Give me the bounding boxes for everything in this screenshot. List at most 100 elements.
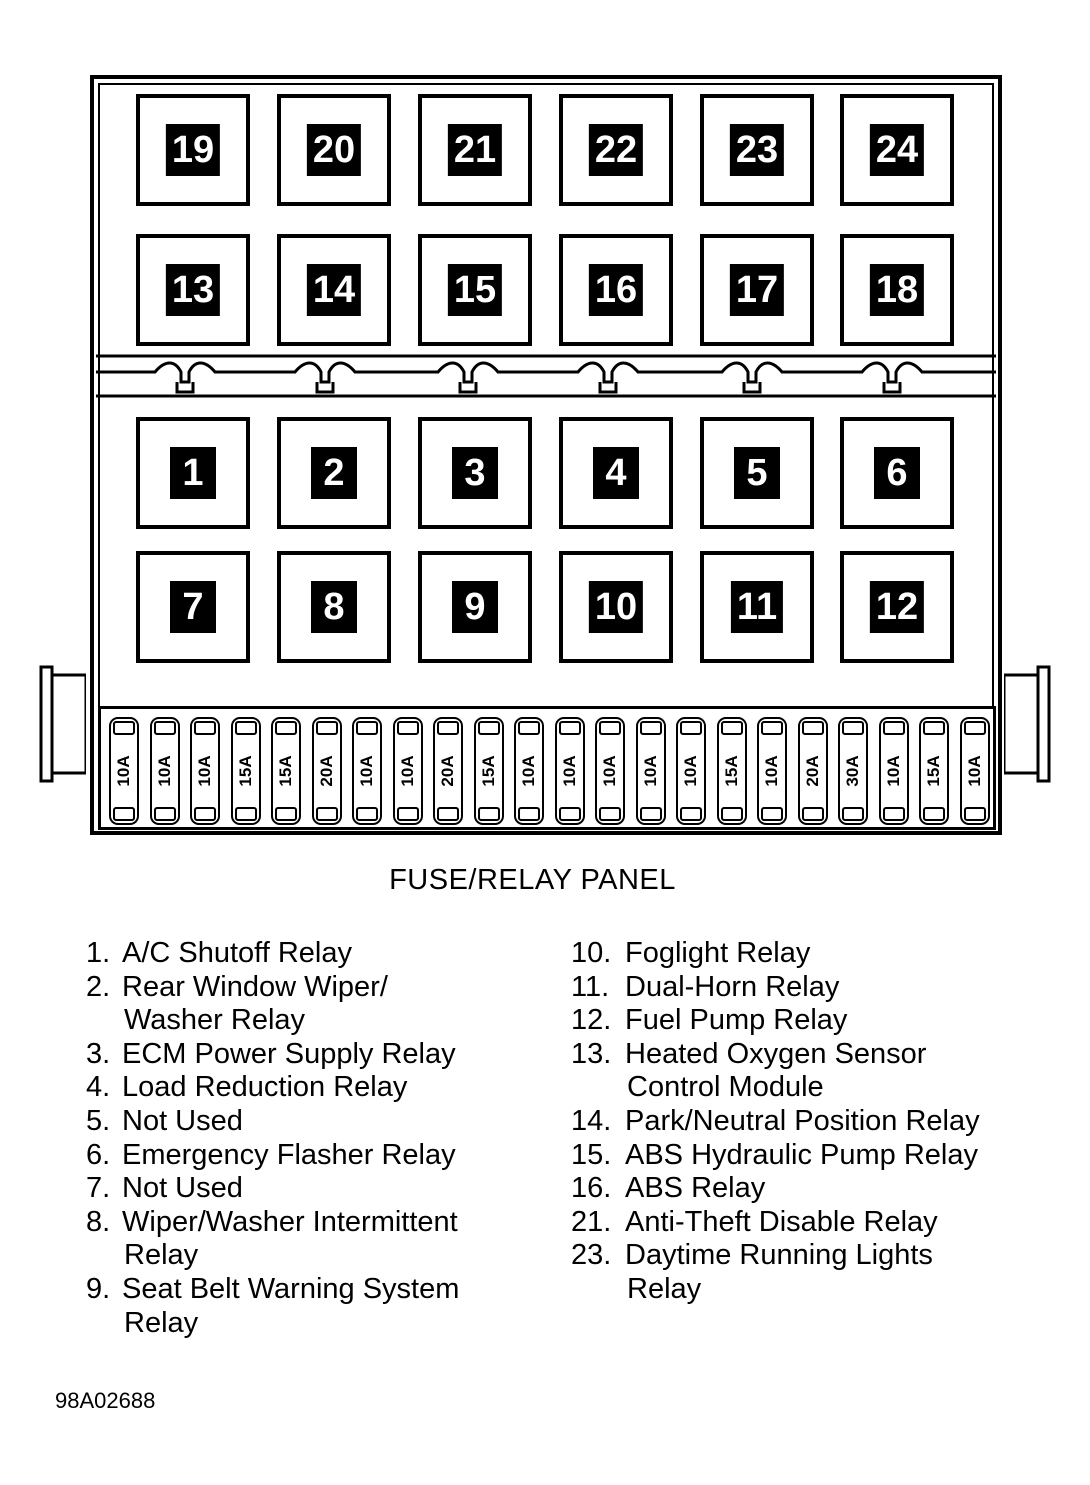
fuse-cap-bottom xyxy=(801,807,824,821)
legend-item-text: Relay xyxy=(124,1239,199,1272)
relay-8: 8 xyxy=(277,551,391,663)
fuse-cap-bottom xyxy=(639,807,662,821)
relay-1: 1 xyxy=(136,417,250,529)
fuse: 10A xyxy=(352,717,382,825)
legend-item: 11.Dual-Horn Relay xyxy=(571,971,980,1005)
fuse: 10A xyxy=(109,717,139,825)
legend-item-text: Daytime Running Lights xyxy=(625,1239,933,1272)
fuse-cap-top xyxy=(761,721,783,735)
fuse: 10A xyxy=(757,717,787,825)
fuse-rating: 10A xyxy=(762,755,781,787)
relay-number-label: 4 xyxy=(593,447,639,499)
fuse-cap-bottom xyxy=(882,807,905,821)
legend-item-text: Relay xyxy=(627,1272,702,1305)
diagram-caption: FUSE/RELAY PANEL xyxy=(389,864,676,896)
fuse-cap-top xyxy=(234,721,257,735)
fuse-rating: 15A xyxy=(721,755,741,787)
fuse-cap-bottom xyxy=(153,807,176,821)
fuse-cap-top xyxy=(518,721,540,735)
legend-item-number xyxy=(86,1307,122,1341)
fuse: 15A xyxy=(230,717,261,825)
fuse-cap-top xyxy=(963,721,986,735)
fuse-cap-top xyxy=(882,721,905,735)
legend-item-text: Foglight Relay xyxy=(625,937,811,969)
relay-23: 23 xyxy=(700,94,814,206)
fuse: 10A xyxy=(595,717,625,825)
fuse-cap-bottom xyxy=(437,807,459,821)
fuse: 10A xyxy=(959,717,990,825)
fuse-rating: 10A xyxy=(559,755,579,787)
fuse-cap-bottom xyxy=(842,807,864,821)
fuse-cap-top xyxy=(396,721,419,735)
legend-item: 3.ECM Power Supply Relay xyxy=(86,1038,459,1072)
legend-item: 9.Seat Belt Warning System xyxy=(86,1273,459,1307)
relay-number-label: 2 xyxy=(311,447,357,499)
relay-24: 24 xyxy=(840,94,954,206)
fuse-cap-bottom xyxy=(356,807,378,821)
fuse-rating: 20A xyxy=(802,755,822,787)
fuse-rating: 10A xyxy=(114,755,133,787)
fuse-rating: 10A xyxy=(357,755,376,787)
fuse-cap-bottom xyxy=(963,807,986,821)
legend-item: 6.Emergency Flasher Relay xyxy=(86,1139,459,1173)
fuse-cap-top xyxy=(356,721,378,735)
relay-12: 12 xyxy=(840,551,954,663)
legend-item: 8.Wiper/Washer Intermittent xyxy=(86,1206,459,1240)
fuse-rating: 15A xyxy=(924,755,943,787)
fuse-cap-bottom xyxy=(720,807,743,821)
legend-item-number xyxy=(86,1004,122,1038)
fuse-cap-top xyxy=(558,721,581,735)
fuse-rating: 30A xyxy=(843,755,862,787)
fuse-cap-bottom xyxy=(275,807,297,821)
fuse-rating: 10A xyxy=(154,755,174,787)
legend-item: 7.Not Used xyxy=(86,1172,459,1206)
legend-item-text: Anti-Theft Disable Relay xyxy=(625,1205,938,1238)
legend-item-text: Load Reduction Relay xyxy=(122,1071,408,1104)
relay-number-label: 7 xyxy=(170,581,216,633)
fuse-cap-bottom xyxy=(558,807,581,821)
relay-number-label: 1 xyxy=(170,447,216,499)
legend-item-text: Relay xyxy=(124,1306,199,1339)
relay-10: 10 xyxy=(559,551,673,663)
fuse-cap-bottom xyxy=(315,807,338,821)
fuse-cap-bottom xyxy=(113,807,135,821)
legend-item: Relay xyxy=(571,1273,980,1307)
fuse-cap-top xyxy=(113,721,135,735)
fuse-cap-bottom xyxy=(194,807,216,821)
relay-number-label: 17 xyxy=(729,264,785,316)
legend-item-number: 16. xyxy=(571,1172,612,1205)
fuse-cap-top xyxy=(599,721,621,735)
legend-item-text: Seat Belt Warning System xyxy=(122,1272,460,1305)
fuse: 20A xyxy=(311,717,342,825)
relay-20: 20 xyxy=(277,94,391,206)
fuse: 10A xyxy=(554,717,585,825)
fuse-rating: 10A xyxy=(883,755,903,787)
legend-item-number: 6. xyxy=(86,1138,111,1171)
legend-item-text: Heated Oxygen Sensor xyxy=(625,1037,927,1070)
relay-15: 15 xyxy=(418,234,532,346)
fuse: 20A xyxy=(433,717,463,825)
legend-item-number: 21. xyxy=(571,1205,612,1238)
fuse: 10A xyxy=(676,717,706,825)
fuse-rating: 10A xyxy=(600,755,619,787)
fuse: 15A xyxy=(716,717,747,825)
fuse-cap-top xyxy=(720,721,743,735)
fuse: 10A xyxy=(878,717,909,825)
fuse-cap-bottom xyxy=(477,807,500,821)
relay-11: 11 xyxy=(700,551,814,663)
fuse-rating: 10A xyxy=(519,755,538,787)
fuse: 15A xyxy=(271,717,301,825)
legend-item: 13. Heated Oxygen Sensor xyxy=(571,1038,980,1072)
right-mounting-tab xyxy=(1004,665,1051,783)
relay-6: 6 xyxy=(840,417,954,529)
relay-7: 7 xyxy=(136,551,250,663)
fuse-cap-bottom xyxy=(923,807,945,821)
fuse: 15A xyxy=(473,717,504,825)
relay-number-label: 20 xyxy=(306,124,362,176)
legend-item-number: 15. xyxy=(571,1138,612,1171)
legend-item: 4.Load Reduction Relay xyxy=(86,1071,459,1105)
fuse: 10A xyxy=(514,717,544,825)
legend-item-number: 13. xyxy=(571,1037,612,1070)
fuse-cap-bottom xyxy=(680,807,702,821)
